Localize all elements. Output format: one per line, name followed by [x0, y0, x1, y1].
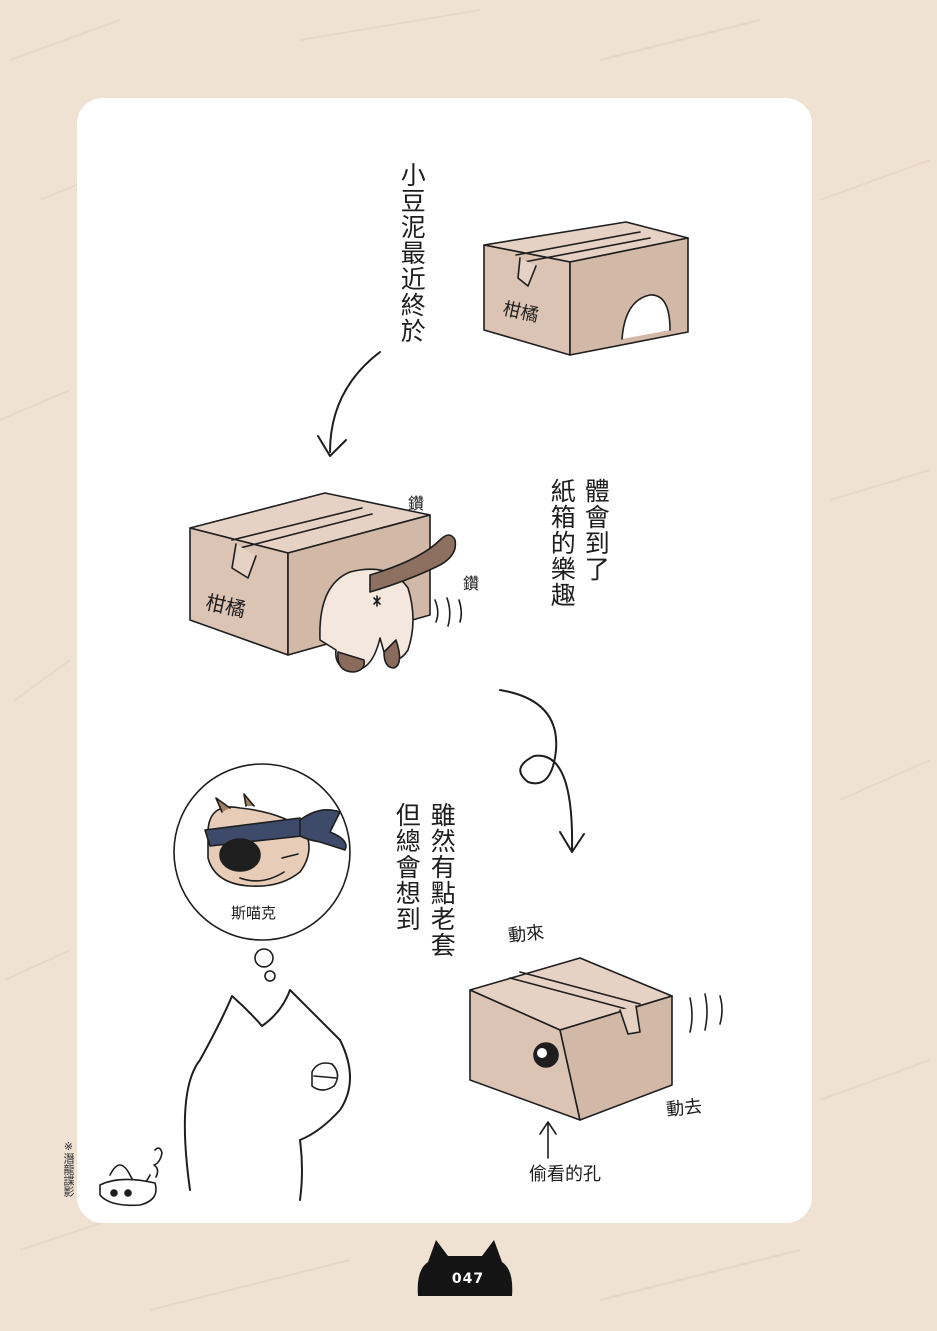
caption-carton-fun-col1: 體會到了	[581, 478, 611, 582]
sfx-dong-lai: 動來	[507, 922, 546, 947]
white-cat-outline	[183, 989, 351, 1201]
peek-hole-label: 偷看的孔	[529, 1164, 601, 1185]
page-number: 047	[451, 1271, 485, 1287]
caption-cliche-col1: 雖然有點老套	[427, 802, 457, 958]
sfx-zuan-2: 鑽	[463, 574, 480, 593]
page-number-badge	[417, 1240, 513, 1296]
curved-arrow-1	[317, 351, 381, 457]
content-panel	[77, 98, 812, 1223]
footnote: ※潛龍諜影	[62, 1140, 75, 1197]
caption-cliche-col2: 但總會想到	[392, 802, 422, 932]
thought-name-label: 斯喵克	[231, 904, 277, 922]
caption-carton-fun-col2: 紙箱的樂趣	[547, 478, 577, 608]
sfx-zuan-1: 鑽	[408, 494, 425, 513]
author-signature	[99, 1147, 163, 1207]
box-with-arch-illustration	[483, 221, 689, 356]
box-with-peek-hole-illustration	[469, 957, 723, 1159]
caption-xiaodouni: 小豆泥最近終於	[397, 162, 427, 344]
sfx-dong-qu: 動去	[665, 1096, 704, 1121]
thought-bubble-illustration	[173, 763, 351, 982]
loop-arrow-2	[499, 689, 585, 853]
box-with-cat-illustration	[189, 492, 463, 673]
